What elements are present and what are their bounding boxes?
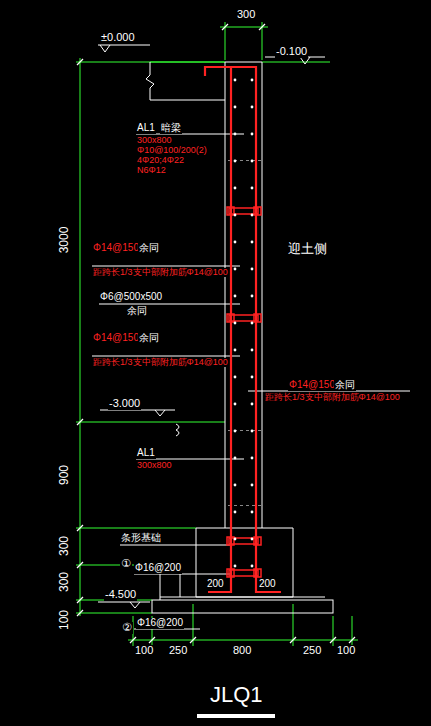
concrete-outline — [98, 45, 333, 613]
annotation-label: Φ16@200 — [136, 618, 184, 629]
bar-dots — [234, 79, 254, 568]
annotation-label: Φ14@150 — [92, 243, 140, 254]
annotation-label: 200 — [258, 579, 277, 590]
annotation-label: 余同 — [138, 333, 160, 344]
annotation-label: 800 — [232, 645, 252, 657]
annotation-label: -4.500 — [104, 589, 137, 601]
annotation-label: ② — [121, 622, 133, 634]
stirrups — [227, 207, 261, 577]
title-underline — [197, 714, 275, 718]
annotation-label: Φ14@150 — [288, 380, 336, 391]
annotation-label: N6Φ12 — [136, 166, 167, 175]
annotation-label: 250 — [168, 645, 188, 657]
annotation-label: 余同 — [126, 306, 148, 317]
annotation-label: 条形基础 — [120, 533, 162, 544]
annotation-label: 4Φ20;4Φ22 — [136, 156, 185, 165]
annotation-label: 300 — [236, 9, 256, 21]
annotation-label: 距跨长1/3支中部附加筋Φ14@100 — [92, 268, 229, 277]
annotation-label: 900 — [58, 464, 71, 486]
annotation-label: 100 — [336, 645, 356, 657]
annotation-label: ±0.000 — [100, 32, 136, 44]
annotation-label: 100 — [58, 609, 71, 631]
annotation-label: -3.000 — [108, 398, 141, 410]
annotation-label: 距跨长1/3支中部附加筋Φ14@100 — [264, 393, 401, 402]
annotation-label: 暗梁 — [160, 123, 182, 134]
annotation-label: AL1 — [136, 123, 156, 134]
annotation-label: 250 — [302, 645, 322, 657]
dimension-ticks — [77, 24, 355, 643]
drawing-title: JLQ1 — [209, 683, 264, 706]
annotation-label: 300 — [58, 571, 71, 593]
annotation-label: 余同 — [334, 380, 356, 391]
leader-lines — [92, 134, 410, 629]
annotation-label: 200 — [206, 579, 225, 590]
annotation-label: Φ6@500x500 — [99, 292, 163, 303]
annotation-label: AL1 — [136, 448, 156, 459]
rebar — [205, 67, 281, 592]
annotation-label: 300 — [58, 535, 71, 557]
annotation-label: 余同 — [138, 243, 160, 254]
annotation-label: 迎土侧 — [287, 242, 328, 256]
annotation-label: Φ16@200 — [134, 563, 182, 574]
annotation-label: 300x800 — [136, 461, 173, 470]
annotation-label: 3000 — [58, 226, 71, 255]
annotation-label: 300x800 — [136, 136, 173, 145]
dimension-lines — [76, 22, 358, 646]
annotation-label: 距跨长1/3支中部附加筋Φ14@100 — [92, 358, 229, 367]
annotation-label: Φ10@100/200(2) — [136, 146, 208, 155]
annotation-label: Φ14@150 — [92, 333, 140, 344]
annotation-label: -0.100 — [275, 46, 308, 58]
annotation-label: ① — [120, 558, 132, 570]
annotation-label: 100 — [134, 645, 154, 657]
